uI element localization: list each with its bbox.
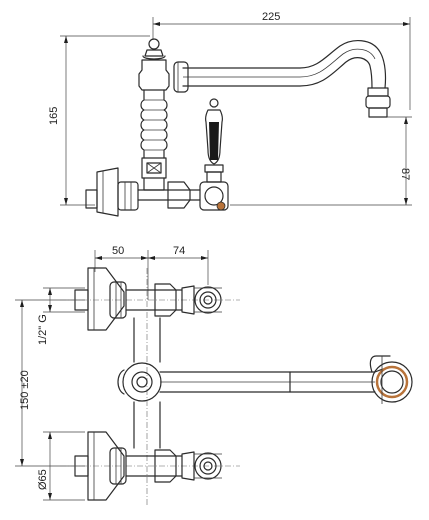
wall-flange xyxy=(85,167,139,217)
bottom-eccentric xyxy=(109,447,183,485)
aerator xyxy=(365,87,391,118)
spout-swivel-front xyxy=(117,362,162,402)
top-inlet-flange xyxy=(60,267,240,331)
bottom-inlet-flange xyxy=(60,431,240,501)
handle-insert xyxy=(209,122,219,160)
dimension-diameter: Ø65 xyxy=(37,431,85,501)
diameter-label: Ø65 xyxy=(37,469,49,490)
dimension-50-74: 50 74 xyxy=(94,245,209,300)
bottom-valve xyxy=(181,451,222,481)
valve-head xyxy=(199,164,229,211)
dimension-165: 165 xyxy=(48,35,150,206)
dimension-150-label: 150 ±20 xyxy=(19,370,31,410)
dimension-87-label: 87 xyxy=(399,168,411,180)
central-body xyxy=(133,268,161,505)
dimension-74-label: 74 xyxy=(173,245,185,257)
dimension-87: 87 xyxy=(230,116,412,206)
thread-label: 1/2" G xyxy=(37,314,49,345)
top-finial xyxy=(142,38,166,60)
aerator-front xyxy=(369,355,413,404)
dimension-165-label: 165 xyxy=(48,107,60,125)
vertical-body xyxy=(138,59,170,191)
valve-accent-dot xyxy=(216,201,226,211)
horizontal-connector xyxy=(137,181,201,209)
lever-handle xyxy=(205,98,223,165)
spout xyxy=(182,40,387,89)
dimension-50-label: 50 xyxy=(112,245,124,257)
dimension-225: 225 xyxy=(152,11,411,110)
top-eccentric xyxy=(109,281,183,319)
dimension-225-label: 225 xyxy=(262,11,280,23)
front-view: 50 74 1/2" G 150 ±20 Ø6 xyxy=(15,245,413,505)
top-valve xyxy=(181,285,222,315)
spout-swivel-joint xyxy=(173,61,189,93)
thread-callout: 1/2" G xyxy=(37,287,85,345)
spout-front xyxy=(159,367,389,393)
side-view: 225 165 87 xyxy=(48,11,412,217)
